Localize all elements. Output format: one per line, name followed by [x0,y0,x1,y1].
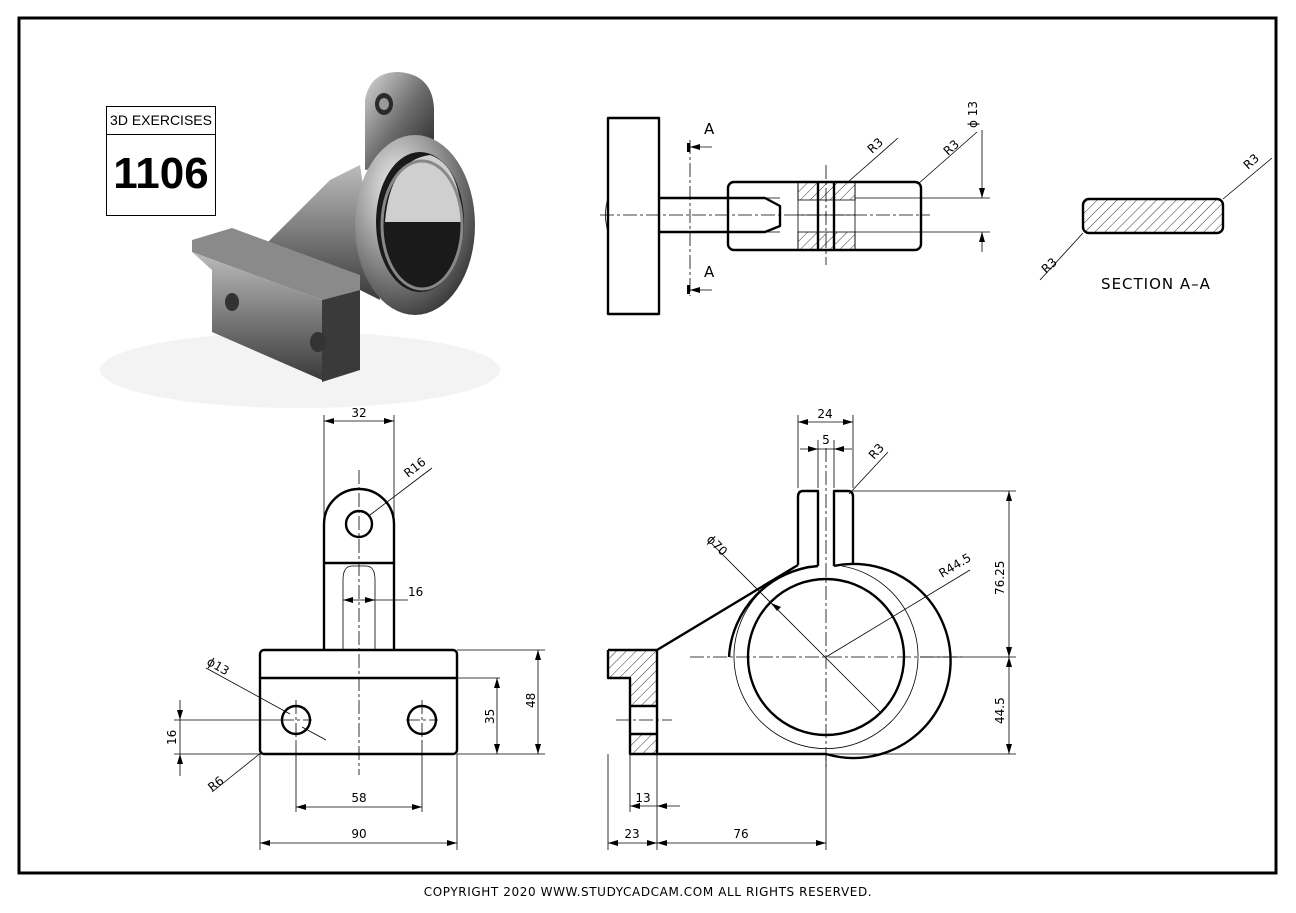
dim-phi70: ϕ70 [704,532,730,558]
cut-label-bottom: A [704,263,715,281]
section-title: SECTION A–A [1101,275,1211,293]
side-view-ear-left [796,489,820,566]
section-r3-left: R3 [1039,255,1060,276]
dim-76-25: 76.25 [993,561,1007,595]
badge-number: 1106 [113,149,209,198]
dim-48: 48 [524,693,538,708]
exercise-badge: 3D EXERCISES 1106 [106,106,216,216]
dim-23: 23 [624,827,639,841]
dim-13: 13 [635,791,650,805]
side-view-ear-right [832,489,855,566]
dim-24: 24 [817,407,832,421]
dim-35: 35 [483,709,497,724]
badge-caption: 3D EXERCISES [107,107,215,135]
dim-slot-16: 16 [408,585,423,599]
side-view: 24 5 R3 ϕ70 R44.5 76.25 44.5 13 [606,407,1016,850]
isometric-render [100,72,500,408]
dim-r6: R6 [205,773,226,794]
dim-76: 76 [733,827,748,841]
dim-90: 90 [351,827,366,841]
section-profile [1081,197,1225,235]
dim-58: 58 [351,791,366,805]
front-view: 32 R16 16 ϕ13 16 R6 35 48 58 [165,406,545,850]
top-view: A A R3 R3 ϕ 13 [600,101,990,316]
dim-16-vertical: 16 [165,730,179,745]
sheet-border [17,16,1278,875]
top-r3-left: R3 [865,135,886,156]
side-r3: R3 [866,441,887,462]
dim-32: 32 [351,406,366,420]
dim-44-5: 44.5 [993,697,1007,724]
copyright-footer: COPYRIGHT 2020 WWW.STUDYCADCAM.COM ALL R… [423,885,873,899]
dim-5: 5 [822,433,830,447]
dim-r44-5: R44.5 [936,551,973,581]
front-view-base [258,648,459,756]
dim-r16: R16 [401,455,428,481]
cut-label-top: A [704,120,715,138]
top-view-base [606,116,661,316]
section-a-a: R3 R3 SECTION A–A [1039,151,1273,293]
top-r3-right: R3 [941,137,962,158]
top-phi13: ϕ 13 [966,101,980,128]
